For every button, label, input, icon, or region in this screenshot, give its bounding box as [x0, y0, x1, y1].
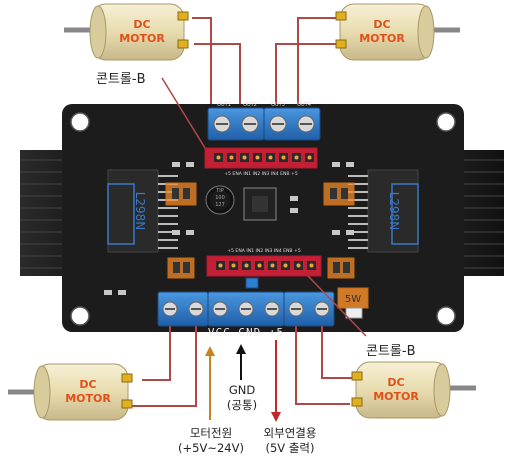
motor-top-right: DC MOTOR: [335, 3, 460, 61]
out-label-1: OUT1: [217, 102, 231, 108]
capacitor: TIP 100 127: [205, 185, 235, 215]
power-terminal-label: VCC GND +5: [208, 326, 284, 339]
header-bottom-label: +5 ENA IN1 IN2 IN3 IN4 ENB +5: [227, 248, 301, 254]
motor-top-left: DC MOTOR: [64, 3, 189, 61]
header-top-label: +5 ENA IN1 IN2 IN3 IN4 ENB +5: [224, 171, 298, 177]
bottom-wires: [122, 326, 356, 407]
motor-tl-line2: MOTOR: [119, 32, 165, 45]
terminal-power: [207, 291, 285, 327]
motor-tl-line1: DC: [133, 18, 150, 31]
svg-text:100: 100: [215, 195, 225, 201]
regulator: [243, 187, 277, 221]
ext-power-line2: (5V 출력): [265, 441, 315, 455]
chip-right-outline: [391, 183, 419, 245]
control-b-bottom-label: 콘트롤-B: [366, 344, 416, 359]
motor-power-label: 모터전원 (+5V~24V): [172, 426, 250, 456]
motor-bottom-right: DC MOTOR: [351, 361, 476, 419]
jumper-pins: [172, 188, 350, 273]
power-jumper: [245, 277, 259, 289]
smd-components: [104, 162, 354, 295]
out-label-2: OUT2: [243, 102, 257, 108]
top-wires: [192, 17, 350, 108]
gnd-label-line1: GND: [228, 383, 256, 397]
motor-power-line1: 모터전원: [189, 426, 233, 440]
header-bottom: +5 ENA IN1 IN2 IN3 IN4 ENB +5: [206, 248, 322, 277]
terminal-top-right: [263, 107, 321, 141]
pcb-board: L298N L298N OUT1 OUT2 OUT3 OUT4 TIP 100 …: [20, 102, 504, 339]
ext-power-line1: 외부연결용: [263, 426, 317, 440]
sw-label: 5W: [345, 294, 361, 305]
control-b-top-label: 콘트롤-B: [96, 72, 146, 87]
control-b-leaders: [161, 77, 367, 337]
chip-left-label: L298N: [133, 192, 147, 231]
terminal-bottom-left: [157, 291, 209, 327]
terminal-top-left: [207, 107, 265, 141]
header-top: +5 ENA IN1 IN2 IN3 IN4 ENB +5: [204, 147, 318, 177]
gnd-label: GND (공통): [220, 383, 264, 413]
motor-br-line2: MOTOR: [373, 390, 419, 403]
out-label-3: OUT3: [271, 102, 285, 108]
gnd-label-line2: (공통): [226, 398, 258, 412]
motor-tr-line1: DC: [373, 18, 390, 31]
motor-tr-line2: MOTOR: [359, 32, 405, 45]
motor-bottom-left: DC MOTOR: [8, 363, 133, 421]
svg-text:TIP: TIP: [215, 188, 224, 194]
power-arrows: [205, 340, 281, 422]
ext-power-label: 외부연결용 (5V 출력): [250, 426, 330, 456]
out-label-4: OUT4: [297, 102, 311, 108]
sw-5v-jumper: 5W: [337, 287, 369, 319]
chip-right-label: L298N: [387, 192, 401, 231]
motor-br-line1: DC: [387, 376, 404, 389]
motor-bl-line2: MOTOR: [65, 392, 111, 405]
chip-left-outline: [107, 183, 135, 245]
motor-bl-line1: DC: [79, 378, 96, 391]
motor-power-line2: (+5V~24V): [178, 441, 244, 455]
terminal-bottom-right: [283, 291, 335, 327]
svg-text:127: 127: [215, 202, 225, 208]
